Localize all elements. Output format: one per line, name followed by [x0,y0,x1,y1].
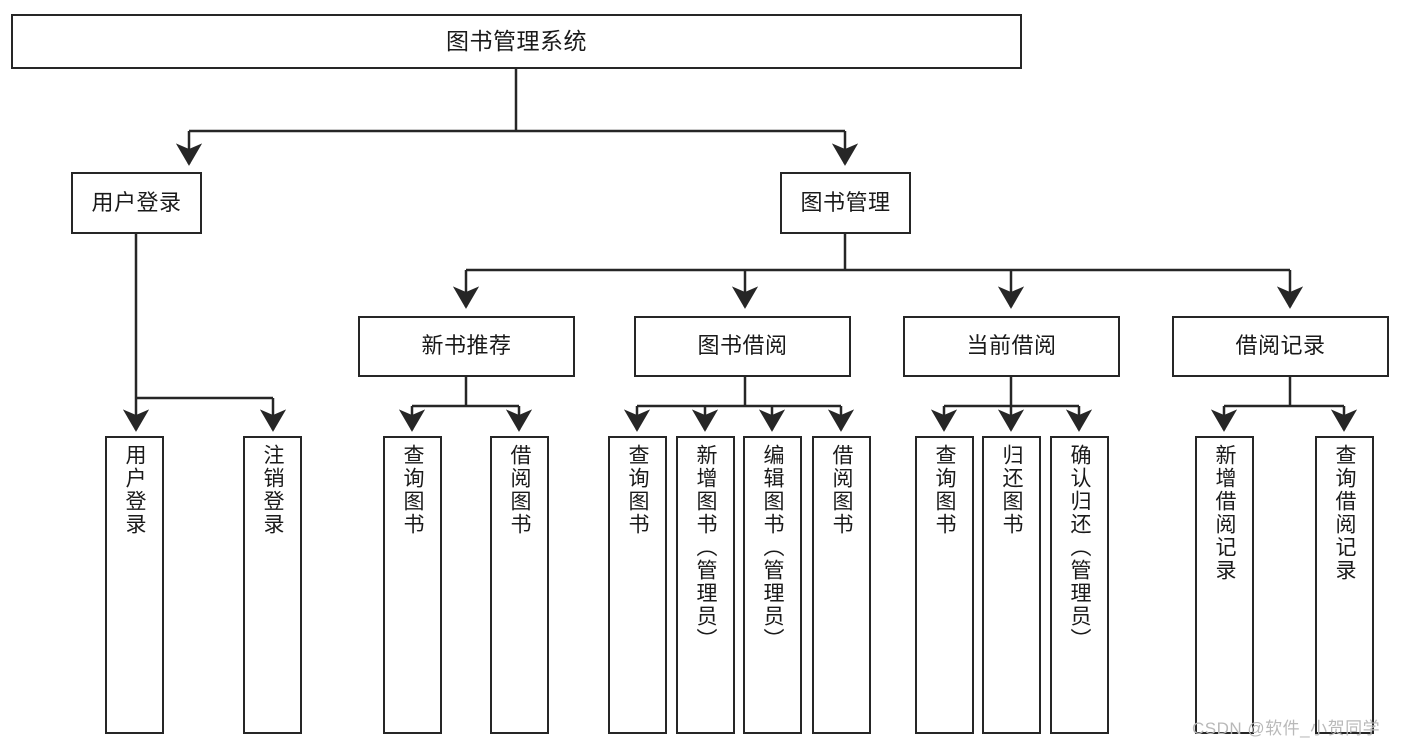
node-leaf-add-record[interactable]: 新增借阅记录 [1195,436,1254,734]
node-leaf-borrow-book-2[interactable]: 借阅图书 [812,436,871,734]
node-leaf-query-book-3[interactable]: 查询图书 [915,436,974,734]
node-leaf-query-book-2[interactable]: 查询图书 [608,436,667,734]
node-leaf-borrow-book-1[interactable]: 借阅图书 [490,436,549,734]
node-leaf-return-book[interactable]: 归还图书 [982,436,1041,734]
node-book-management[interactable]: 图书管理 [780,172,911,234]
node-leaf-query-book-1-label: 查询图书 [401,444,424,536]
node-leaf-logout-label: 注销登录 [261,444,284,536]
node-new-book-recommend[interactable]: 新书推荐 [358,316,575,377]
node-leaf-query-book-2-label: 查询图书 [626,444,649,536]
node-leaf-return-book-label: 归还图书 [1000,444,1023,536]
node-leaf-query-book-1[interactable]: 查询图书 [383,436,442,734]
node-current-borrow-label: 当前借阅 [966,333,1057,359]
node-book-borrow-label: 图书借阅 [697,333,788,359]
node-leaf-query-book-3-label: 查询图书 [933,444,956,536]
node-leaf-query-record-label: 查询借阅记录 [1333,444,1356,582]
node-leaf-edit-book-label: 编辑图书（管理员） [761,444,784,651]
node-leaf-confirm-return-label: 确认归还（管理员） [1068,444,1091,651]
node-root-label: 图书管理系统 [446,27,587,54]
node-book-management-label: 图书管理 [800,189,891,215]
node-root[interactable]: 图书管理系统 [11,14,1022,69]
node-leaf-confirm-return[interactable]: 确认归还（管理员） [1050,436,1109,734]
node-leaf-edit-book[interactable]: 编辑图书（管理员） [743,436,802,734]
node-user-login[interactable]: 用户登录 [71,172,202,234]
node-leaf-add-record-label: 新增借阅记录 [1213,444,1236,582]
node-leaf-logout[interactable]: 注销登录 [243,436,302,734]
node-leaf-borrow-book-2-label: 借阅图书 [830,444,853,536]
node-leaf-user-login-label: 用户登录 [123,444,146,536]
node-user-login-label: 用户登录 [91,189,182,215]
node-new-book-recommend-label: 新书推荐 [421,333,512,359]
node-current-borrow[interactable]: 当前借阅 [903,316,1120,377]
node-borrow-record-label: 借阅记录 [1235,333,1326,359]
node-book-borrow[interactable]: 图书借阅 [634,316,851,377]
node-borrow-record[interactable]: 借阅记录 [1172,316,1389,377]
node-leaf-borrow-book-1-label: 借阅图书 [508,444,531,536]
watermark: CSDN @软件_小贺同学 [1192,719,1381,738]
node-leaf-query-record[interactable]: 查询借阅记录 [1315,436,1374,734]
node-leaf-add-book-label: 新增图书（管理员） [694,444,717,651]
node-leaf-user-login[interactable]: 用户登录 [105,436,164,734]
node-leaf-add-book[interactable]: 新增图书（管理员） [676,436,735,734]
